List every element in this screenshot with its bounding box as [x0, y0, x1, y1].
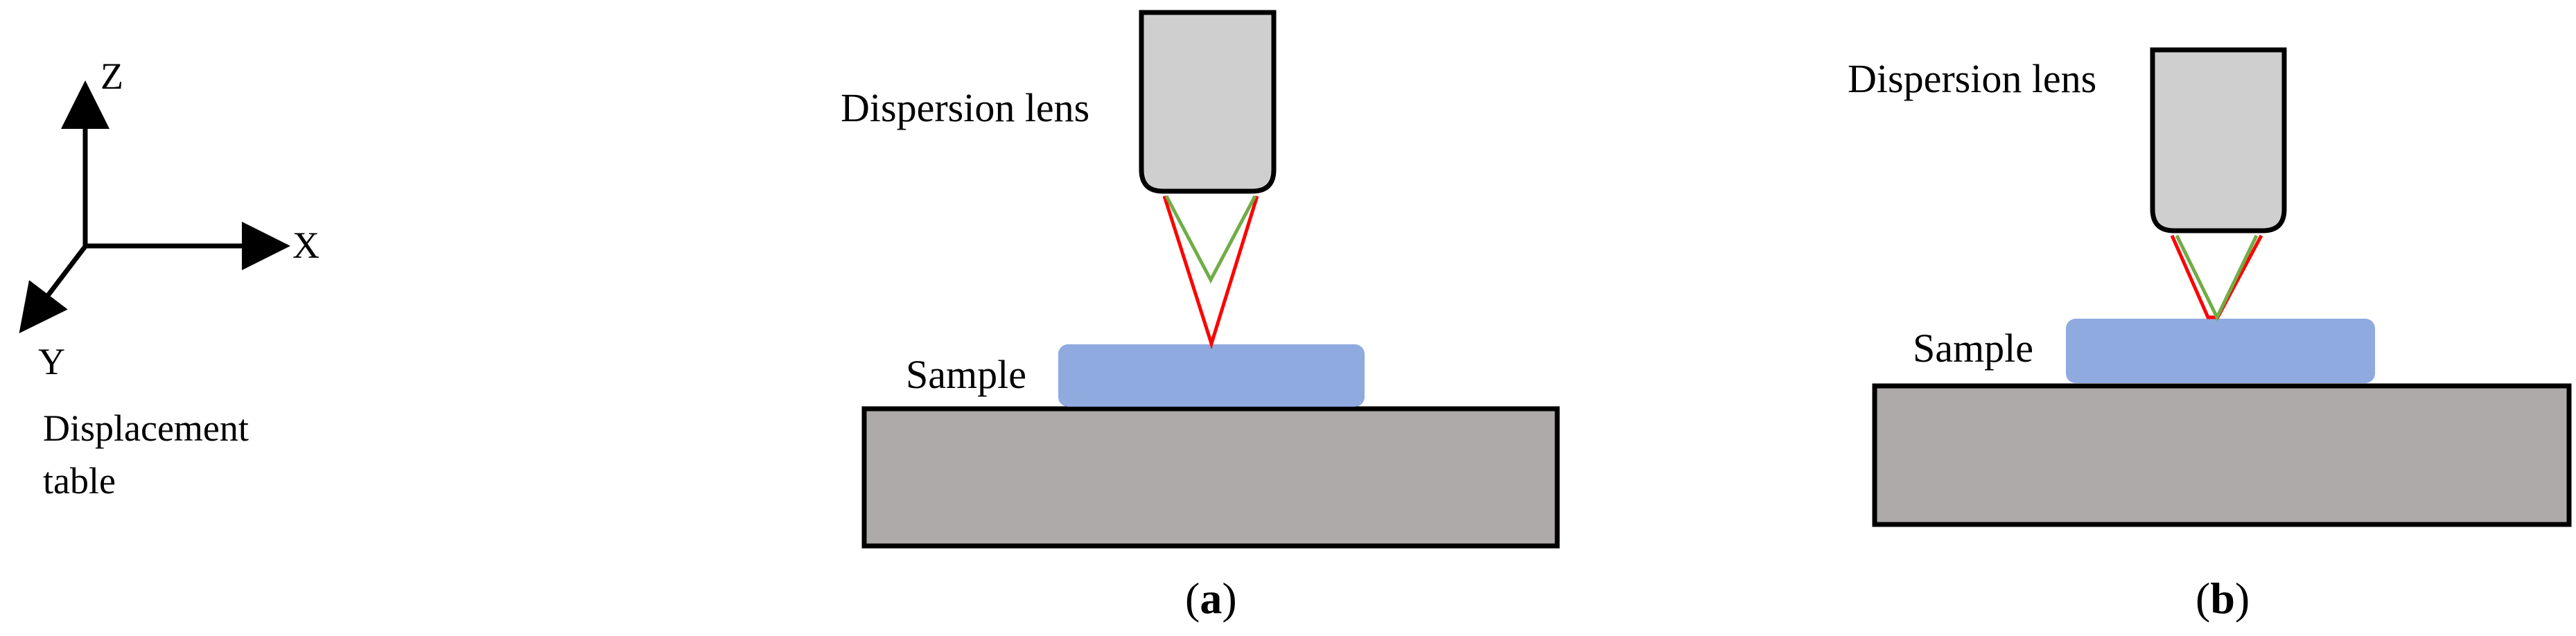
x-axis-label: X [292, 224, 319, 266]
y-axis-arrow [19, 242, 89, 334]
displacement-table-label-line2: table [43, 460, 116, 502]
z-axis-label: Z [100, 55, 123, 97]
stage-b [1872, 383, 2572, 527]
panel-b: Dispersion lens Sample (b) [1848, 47, 2572, 623]
dispersion-lens-a [1139, 10, 1277, 194]
lens-label-a: Dispersion lens [841, 85, 1089, 130]
coordinate-axes: Z X Y Displacement table [19, 55, 319, 502]
caption-b: (b) [2196, 574, 2250, 623]
sample-a [1058, 344, 1365, 407]
green-ray-a [1164, 195, 1257, 284]
sample-label-b: Sample [1913, 326, 2033, 371]
sample-b [2066, 319, 2375, 383]
stage-a [861, 406, 1560, 549]
green-ray-b [2175, 234, 2259, 321]
displacement-table-label-line1: Displacement [43, 407, 249, 449]
y-axis-label: Y [38, 341, 65, 382]
lens-label-b: Dispersion lens [1848, 56, 2096, 101]
red-ray-b [2170, 234, 2263, 319]
sample-label-a: Sample [906, 352, 1026, 397]
panel-a: Dispersion lens Sample (a) [841, 10, 1560, 623]
dispersion-lens-b [2150, 47, 2287, 233]
caption-a: (a) [1185, 574, 1237, 623]
red-ray-a [1162, 195, 1259, 350]
